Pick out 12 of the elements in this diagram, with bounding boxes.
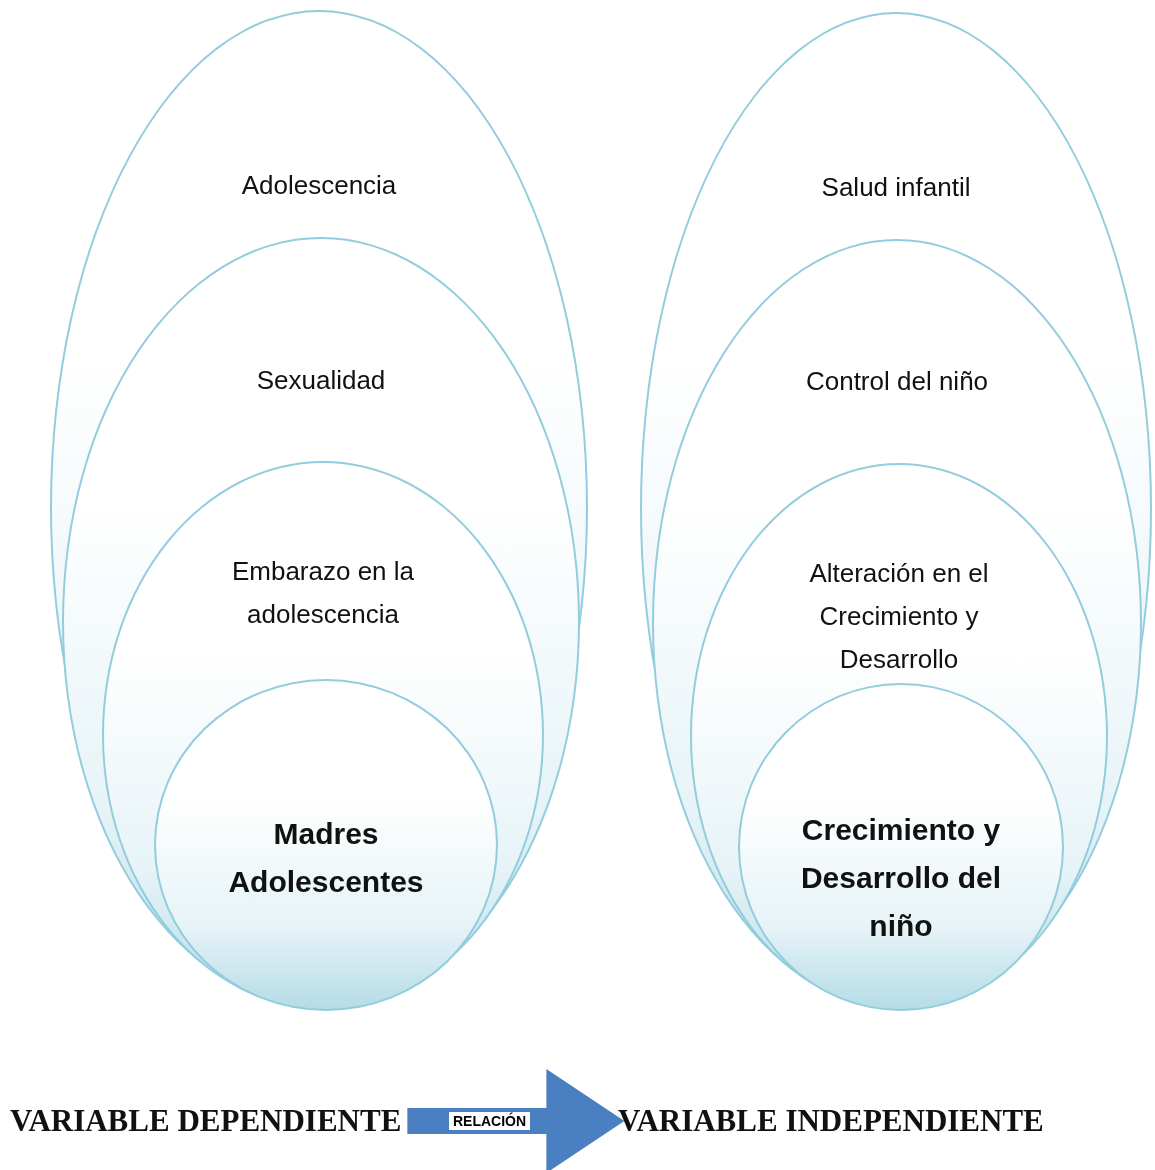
node-label: Adolescencia (241, 168, 397, 202)
node-label: Embarazo en la adolescencia (230, 555, 416, 631)
variable-label: VARIABLE INDEPENDIENTE (618, 1103, 1044, 1139)
node-label: Salud infantil (821, 170, 971, 204)
edge-label: RELACIÓN (447, 1111, 532, 1131)
variable-label: VARIABLE DEPENDIENTE (10, 1103, 402, 1139)
node-label: Crecimiento y Desarrollo del niño (799, 812, 1003, 944)
node-label: Control del niño (805, 364, 989, 398)
node-label: Madres Adolescentes (227, 816, 425, 900)
block-arrow (407, 1069, 625, 1170)
node-label: Sexualidad (256, 363, 386, 397)
node-label: Alteración en el Crecimiento y Desarrollo (808, 556, 990, 676)
